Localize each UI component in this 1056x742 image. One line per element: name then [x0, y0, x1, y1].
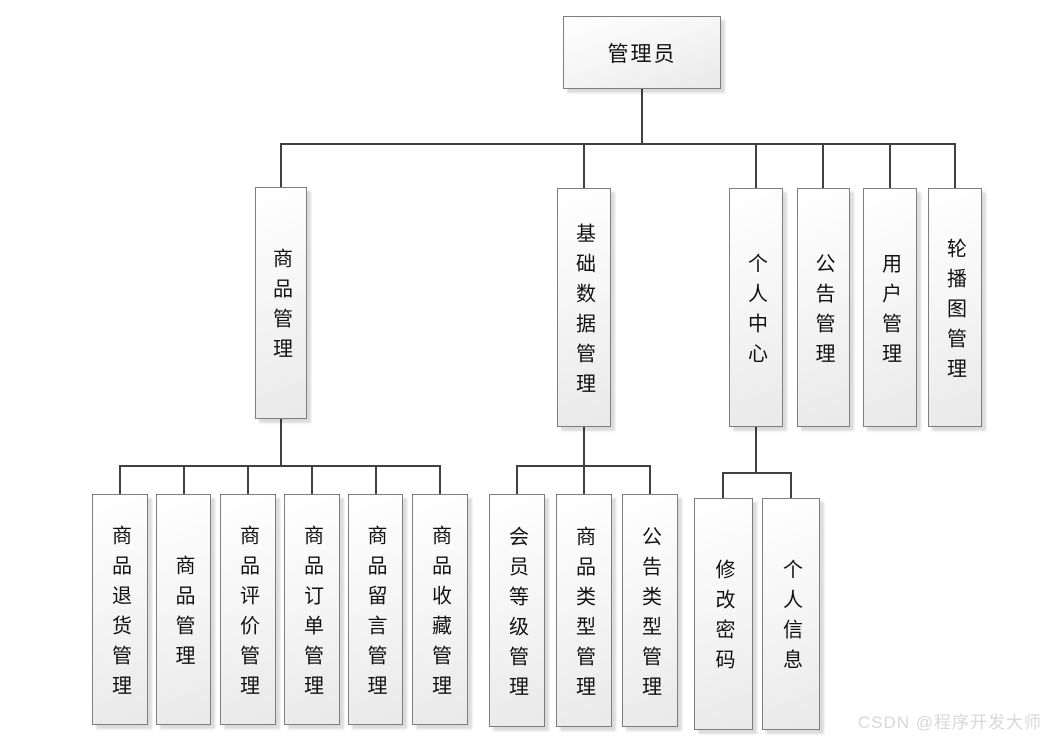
connector-drop-product-mgmt: [280, 143, 282, 187]
connector-root-stem: [641, 89, 643, 145]
node-product-message-mgmt-label: 商品留言管理: [364, 524, 386, 705]
connector-drop-change-password: [722, 472, 724, 499]
node-announcement-mgmt: 公告管理: [797, 188, 850, 427]
node-personal-center: 个人中心: [729, 188, 783, 427]
connector-personal-center-bus: [722, 472, 792, 474]
connector-drop-product-return: [119, 465, 121, 494]
node-personal-info: 个人信息: [762, 498, 820, 730]
node-personal-info-label: 个人信息: [779, 559, 802, 679]
connector-drop-announcement-type: [649, 465, 651, 494]
node-member-level-mgmt: 会员等级管理: [489, 494, 545, 727]
connector-drop-member-level: [516, 465, 518, 494]
node-product-favorite-mgmt: 商品收藏管理: [412, 494, 468, 725]
node-root-label: 管理员: [607, 42, 677, 66]
node-product-order-mgmt: 商品订单管理: [284, 494, 340, 725]
connector-level1-bus: [280, 143, 956, 145]
connector-personal-center-stem: [755, 427, 757, 474]
connector-product-group-bus: [119, 465, 441, 467]
node-announcement-type-mgmt-label: 公告类型管理: [638, 525, 661, 706]
node-personal-center-label: 个人中心: [744, 252, 767, 373]
connector-drop-personal-info: [790, 472, 792, 499]
node-announcement-type-mgmt: 公告类型管理: [622, 494, 678, 727]
connector-drop-product-order: [311, 465, 313, 494]
node-product-return-mgmt-label: 商品退货管理: [108, 524, 131, 705]
node-product-mgmt-label: 商品管理: [269, 248, 292, 368]
connector-drop-product-sub: [183, 465, 185, 494]
node-product-return-mgmt: 商品退货管理: [92, 494, 148, 725]
node-member-level-mgmt-label: 会员等级管理: [505, 525, 528, 706]
node-product-order-mgmt-label: 商品订单管理: [300, 524, 323, 705]
connector-drop-basic-data-mgmt: [583, 143, 585, 188]
connector-drop-product-type: [583, 465, 585, 494]
connector-drop-personal-center: [755, 143, 757, 188]
node-product-message-mgmt: 商品留言管理: [348, 494, 403, 725]
node-change-password-label: 修改密码: [712, 559, 734, 679]
connector-drop-announcement-mgmt: [822, 143, 824, 188]
node-product-type-mgmt-label: 商品类型管理: [572, 525, 595, 706]
node-product-review-mgmt-label: 商品评价管理: [236, 524, 259, 705]
node-carousel-mgmt-label: 轮播图管理: [943, 237, 966, 388]
node-product-favorite-mgmt-label: 商品收藏管理: [428, 524, 451, 705]
watermark: CSDN @程序开发大师: [857, 713, 1042, 732]
node-change-password: 修改密码: [694, 498, 753, 730]
connector-drop-user-mgmt: [889, 143, 891, 188]
node-product-mgmt-sub: 商品管理: [156, 494, 211, 725]
node-user-mgmt: 用户管理: [863, 188, 917, 427]
connector-drop-product-message: [375, 465, 377, 494]
node-root: 管理员: [563, 16, 721, 89]
node-product-type-mgmt: 商品类型管理: [556, 494, 612, 727]
connector-drop-product-favorite: [439, 465, 441, 494]
connector-product-mgmt-stem: [280, 419, 282, 467]
connector-basic-data-stem: [583, 427, 585, 467]
connector-drop-carousel-mgmt: [954, 143, 956, 188]
node-basic-data-mgmt: 基础数据管理: [557, 188, 611, 427]
node-announcement-mgmt-label: 公告管理: [812, 252, 834, 373]
node-carousel-mgmt: 轮播图管理: [928, 188, 982, 427]
node-product-mgmt-sub-label: 商品管理: [172, 554, 194, 675]
node-basic-data-mgmt-label: 基础数据管理: [572, 222, 595, 403]
node-user-mgmt-label: 用户管理: [878, 252, 901, 373]
node-product-review-mgmt: 商品评价管理: [220, 494, 276, 725]
node-product-mgmt: 商品管理: [255, 187, 307, 419]
connector-drop-product-review: [247, 465, 249, 494]
